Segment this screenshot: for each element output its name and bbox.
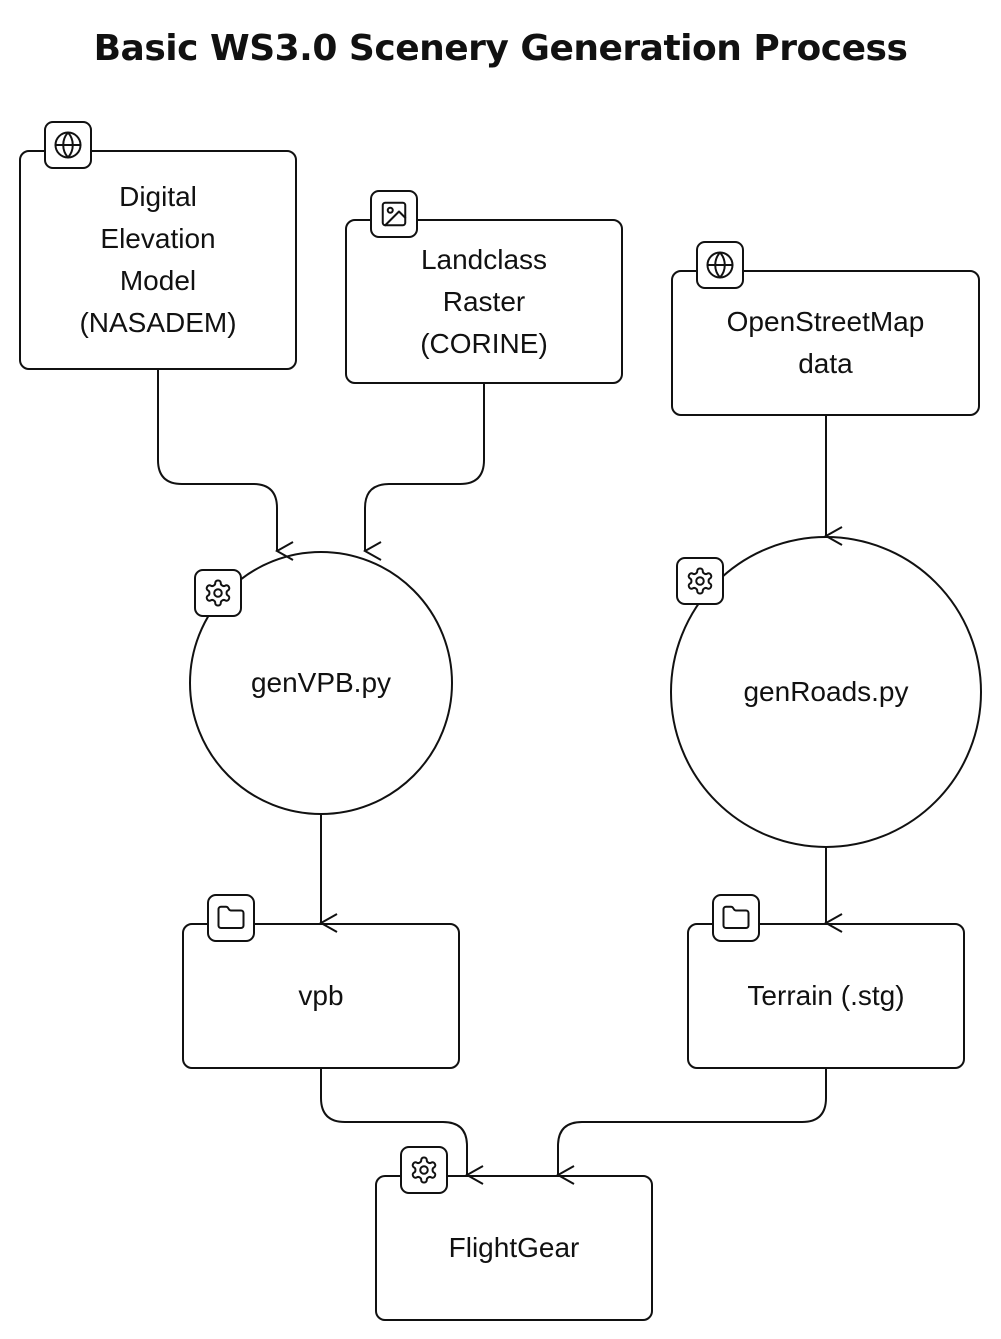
node-terrain-label: Terrain (.stg) bbox=[747, 980, 905, 1011]
diagram-title: Basic WS3.0 Scenery Generation Process bbox=[93, 28, 908, 69]
gear-icon bbox=[194, 569, 242, 617]
gear-icon bbox=[400, 1146, 448, 1194]
edge-vpb-to-flightgear bbox=[320, 1068, 467, 1175]
node-flightgear-box[interactable] bbox=[375, 1175, 653, 1321]
node-genvpb-label: genVPB.py bbox=[250, 667, 392, 698]
node-dem-label: Digital Elevation Model (NASADEM) bbox=[79, 181, 237, 338]
gear-icon bbox=[676, 557, 724, 605]
folder-icon bbox=[712, 894, 760, 942]
node-osm-label: OpenStreetMap data bbox=[726, 306, 925, 379]
edge-dem-to-genvpb bbox=[157, 369, 277, 551]
node-genroads-label: genRoads.py bbox=[743, 676, 909, 707]
node-flightgear-label: FlightGear bbox=[448, 1232, 580, 1263]
edge-terrain-to-flightgear bbox=[558, 1068, 827, 1175]
globe-icon bbox=[44, 121, 92, 169]
node-landclass-label: Landclass Raster (CORINE) bbox=[420, 243, 548, 359]
image-icon bbox=[370, 190, 418, 238]
globe-icon bbox=[696, 241, 744, 289]
edge-landclass-to-genvpb bbox=[365, 383, 485, 551]
node-vpb-label: vpb bbox=[298, 980, 344, 1011]
folder-icon bbox=[207, 894, 255, 942]
